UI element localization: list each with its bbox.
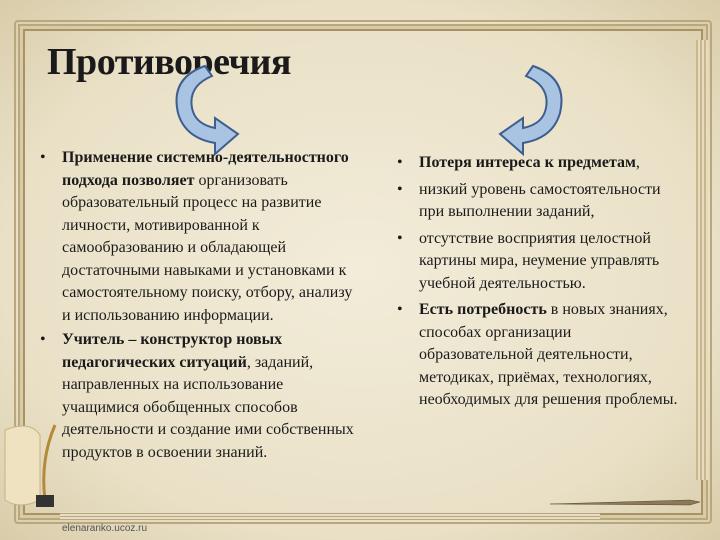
decorative-frame [14, 20, 712, 524]
bullet-bold-text: Применение системно-деятельностного подх… [62, 149, 349, 189]
bullet-text: в новых знаниях, способах организации об… [419, 301, 678, 408]
scroll-quill-icon [4, 424, 57, 507]
curved-arrow-left-icon [175, 64, 240, 157]
footer-url: elenaranko.ucoz.ru [62, 523, 148, 534]
frame-right-border [696, 40, 708, 480]
bullet-text: отсутствие восприятия целостной картины … [419, 229, 660, 292]
bullet-item: Применение системно-деятельностного подх… [40, 147, 360, 327]
left-column: Применение системно-деятельностного подх… [40, 147, 360, 466]
bullet-item: отсутствие восприятия целостной картины … [397, 228, 687, 296]
bullet-bold-text: Потеря интереса к предметам [419, 154, 636, 171]
bullet-item: низкий уровень самостоятельности при вып… [397, 179, 687, 224]
frame-bottom-band [60, 512, 600, 520]
bullet-item: Учитель – конструктор новых педагогическ… [40, 329, 360, 464]
bullet-bold-text: Учитель – конструктор новых педагогическ… [62, 331, 283, 371]
right-column: Потеря интереса к предметам, низкий уров… [397, 152, 687, 416]
bullet-bold-text: Есть потребность [419, 301, 547, 318]
bullet-item: Потеря интереса к предметам, [397, 152, 687, 175]
bullet-text: низкий уровень самостоятельности при вып… [419, 180, 661, 221]
bullet-text: организовать образовательный процесс на … [62, 171, 353, 324]
slide-title: Противоречия [47, 41, 291, 83]
bullet-item: Есть потребность в новых знаниях, способ… [397, 299, 687, 412]
curved-arrow-right-icon [498, 64, 563, 157]
bullet-text: , [635, 154, 640, 171]
pen-icon [550, 499, 700, 506]
bullet-text: , заданий, направленных на использование… [62, 353, 354, 461]
